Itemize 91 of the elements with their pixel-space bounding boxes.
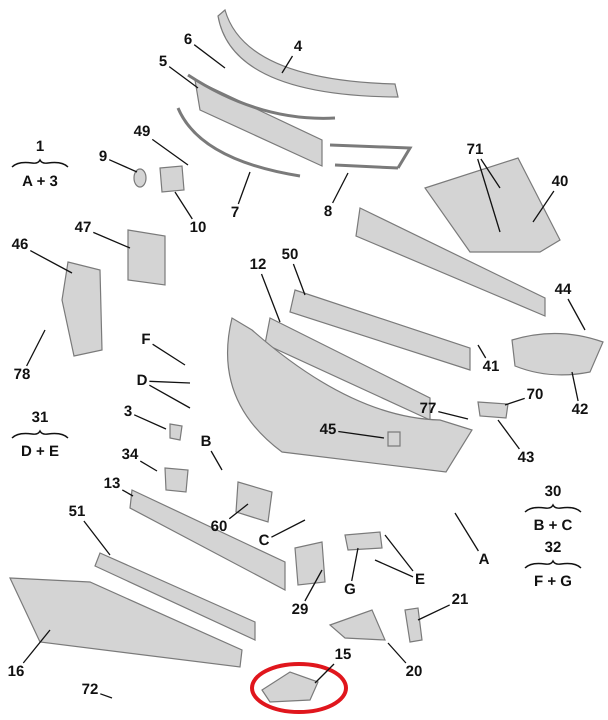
leader-line xyxy=(174,192,193,220)
callout-number: 16 xyxy=(6,664,26,680)
leader-line xyxy=(30,250,72,274)
assembly-number: 30 xyxy=(544,484,562,500)
callout-number: 12 xyxy=(248,257,268,273)
callout-number: F xyxy=(140,332,152,348)
leader-line xyxy=(438,410,468,420)
callout-number: 3 xyxy=(122,404,134,420)
leader-line xyxy=(228,504,248,520)
leader-line xyxy=(281,56,294,74)
callout-number: 15 xyxy=(334,647,352,663)
callout-number: 41 xyxy=(482,359,500,375)
callout-number: 34 xyxy=(120,447,140,463)
callout-number: 45 xyxy=(318,422,338,438)
callout-number: G xyxy=(343,582,357,598)
leader-line xyxy=(100,693,112,699)
callout-number: A xyxy=(478,552,490,568)
leader-line xyxy=(571,372,579,402)
callout-number: 13 xyxy=(102,476,122,492)
callout-number: 10 xyxy=(188,220,208,236)
assembly-number: 32 xyxy=(544,540,562,556)
leader-line xyxy=(149,380,190,384)
leader-line xyxy=(351,548,359,582)
leader-line xyxy=(532,190,554,222)
callout-number: 4 xyxy=(292,39,304,55)
callout-number: 70 xyxy=(526,387,544,403)
callout-number: 71 xyxy=(466,142,484,158)
leader-line xyxy=(567,298,586,330)
leader-line xyxy=(388,642,406,664)
callout-number: 20 xyxy=(404,664,424,680)
assembly-contents: B + C xyxy=(534,518,572,534)
leader-line xyxy=(83,520,111,556)
leader-line xyxy=(480,158,501,188)
leader-line xyxy=(477,344,486,358)
assembly-contents: D + E xyxy=(21,444,59,460)
leader-line xyxy=(140,460,158,472)
leader-line xyxy=(418,604,450,621)
leader-line xyxy=(149,384,190,409)
leader-line xyxy=(332,172,349,204)
callout-number: 44 xyxy=(554,282,572,298)
leader-line xyxy=(454,512,479,552)
leader-line xyxy=(304,570,323,602)
leader-line xyxy=(314,664,334,684)
leader-line xyxy=(168,66,198,89)
callout-number: 72 xyxy=(80,682,100,698)
callout-number: 42 xyxy=(570,402,590,418)
callout-number: 43 xyxy=(516,450,536,466)
callout-number: 60 xyxy=(210,519,228,535)
callout-number: 21 xyxy=(450,592,470,608)
callout-number: 78 xyxy=(12,367,32,383)
leader-line xyxy=(497,420,520,450)
assembly-contents: F + G xyxy=(534,574,572,590)
leader-line xyxy=(292,264,306,296)
leader-line xyxy=(271,519,306,538)
leader-line xyxy=(477,158,501,232)
leader-line xyxy=(108,159,138,173)
leader-line xyxy=(210,450,223,470)
callout-number: 29 xyxy=(290,602,310,618)
assembly-contents: A + 3 xyxy=(22,174,58,190)
callout-number: 50 xyxy=(280,247,300,263)
callout-number: 40 xyxy=(550,174,570,190)
assembly-number: 1 xyxy=(36,139,44,155)
callout-number: 5 xyxy=(158,54,168,70)
callout-number: 8 xyxy=(322,204,334,220)
callout-number: 46 xyxy=(10,237,30,253)
callout-number: D xyxy=(136,373,148,389)
leader-line xyxy=(194,44,226,69)
callout-number: 9 xyxy=(98,149,108,165)
callout-number: 51 xyxy=(68,504,86,520)
callout-number: B xyxy=(200,434,212,450)
callout-number: 77 xyxy=(418,401,438,417)
leader-line xyxy=(122,489,134,497)
leader-line xyxy=(152,344,186,366)
leader-line xyxy=(338,430,384,439)
leader-line xyxy=(26,330,46,366)
leader-line xyxy=(152,138,188,166)
leader-line xyxy=(238,172,251,204)
leader-line xyxy=(260,274,281,322)
assembly-number: 31 xyxy=(32,410,48,426)
callout-number: 7 xyxy=(230,205,240,221)
leader-line xyxy=(134,414,166,430)
leader-line xyxy=(384,534,414,572)
callout-number: 49 xyxy=(132,124,152,140)
leader-line xyxy=(93,232,130,249)
callout-number: 6 xyxy=(182,32,194,48)
callout-number: E xyxy=(414,572,426,588)
leader-line xyxy=(504,398,525,406)
callout-number: 47 xyxy=(74,220,92,236)
leader-line xyxy=(374,559,414,578)
callout-number: C xyxy=(258,533,270,549)
leader-line xyxy=(22,630,50,664)
